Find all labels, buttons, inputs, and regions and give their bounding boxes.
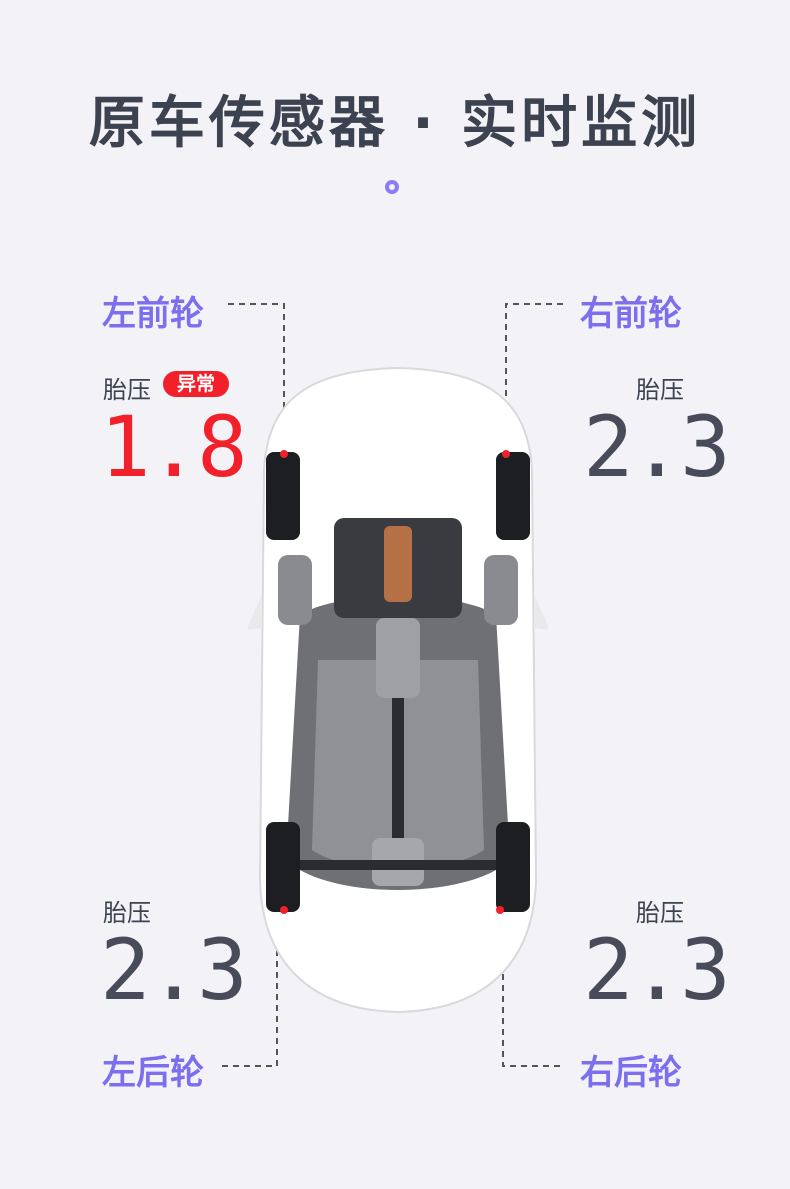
front-left-pressure-caption: 胎压 (103, 376, 151, 404)
front-left-pressure-value: 1.8 (100, 398, 248, 496)
rear-left-pressure-caption: 胎压 (103, 899, 151, 927)
indicator-dot (385, 180, 399, 194)
rear-left-wheel-label: 左后轮 (102, 1053, 204, 1093)
rear-left-pressure-value: 2.3 (100, 921, 248, 1019)
front-right-pressure-value: 2.3 (583, 398, 731, 496)
front-right-wheel-label: 右前轮 (580, 294, 682, 334)
page-title: 原车传感器 · 实时监测 (88, 91, 702, 156)
abnormal-badge: 异常 (163, 371, 229, 397)
front-left-wheel-label: 左前轮 (102, 294, 204, 334)
rear-right-pressure-value: 2.3 (583, 921, 731, 1019)
rear-right-pressure-caption: 胎压 (636, 899, 684, 927)
rear-right-wheel-label: 右后轮 (580, 1053, 682, 1093)
front-right-pressure-caption: 胎压 (636, 376, 684, 404)
car-illustration (248, 366, 548, 1014)
